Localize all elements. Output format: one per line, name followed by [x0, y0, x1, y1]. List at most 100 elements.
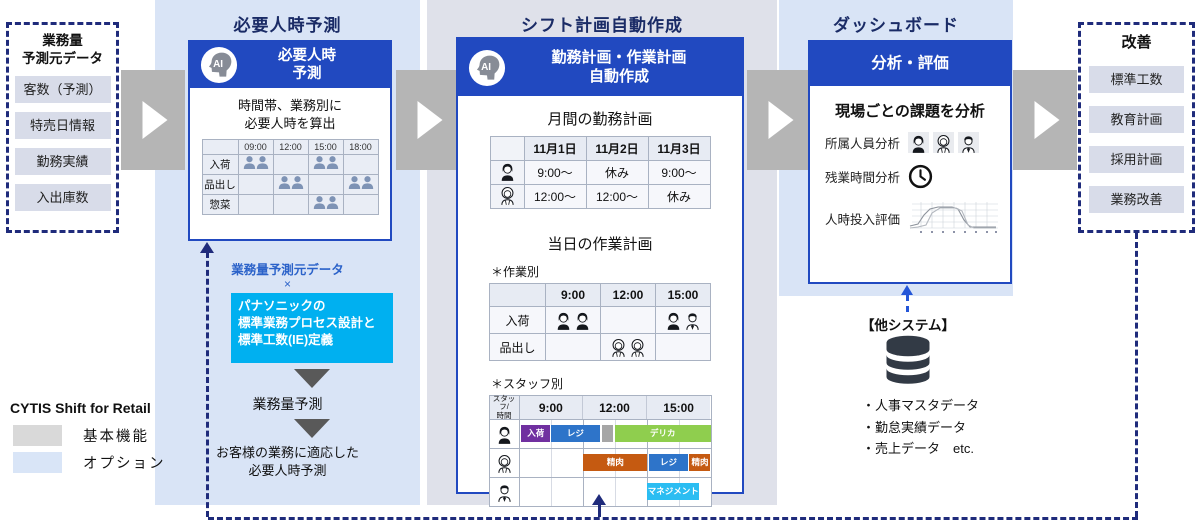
woman-avatar-icon [573, 311, 592, 330]
staffing-cell [307, 174, 344, 196]
gantt-bar-area: 精肉レジ精肉 [519, 449, 711, 477]
gantt-corner-label: スタッフ/ 時間 [489, 394, 520, 420]
legend-item: 基本機能 [13, 425, 166, 446]
improvement-items: 標準工数教育計画採用計画業務改善 [1081, 65, 1192, 213]
flow-arrow-icon [396, 70, 460, 170]
task-row-label: 入荷 [201, 154, 239, 176]
woman-avatar-icon [496, 425, 513, 444]
down-triangle-icon [294, 369, 330, 388]
section-title-shift-plan: シフト計画自動作成 [521, 16, 683, 35]
shift-cell: 9:00～ [523, 160, 587, 185]
source-data-item: 特売日情報 [14, 112, 111, 140]
database-icon [884, 335, 932, 391]
other-system-data-item: ・売上データ etc. [862, 441, 974, 456]
gantt-task-bar: レジ [649, 454, 688, 471]
time-column-header: 18:00 [342, 139, 379, 156]
time-column-header: 12:00 [600, 283, 656, 307]
section-title-required-hours: 必要人時予測 [233, 16, 342, 35]
assignment-cell [545, 333, 601, 361]
staffing-cell [272, 154, 309, 176]
svg-text:AI: AI [213, 59, 223, 70]
flow-arrow-icon [1013, 70, 1077, 170]
time-column-header: 15:00 [646, 396, 711, 419]
gantt-task-bar: マネジメント [647, 483, 700, 500]
assignment-cell [545, 306, 601, 334]
staffing-cell [342, 154, 379, 176]
analysis-icons [908, 164, 933, 189]
staff-pair-icon [278, 175, 304, 189]
analysis-row: 残業時間分析 [825, 164, 1010, 189]
legend-item: オプション [13, 452, 166, 473]
other-system-data-list: ・人事マスタデータ・勤怠実績データ・売上データ etc. [862, 395, 979, 460]
staffing-cell [342, 194, 379, 216]
other-system-title: 【他システム】 [860, 318, 956, 333]
staff-pair-icon [313, 155, 339, 169]
feedback-loop-left-line [206, 252, 209, 517]
staff-avatar-cell [489, 160, 525, 185]
source-data-item: 客数（予測） [14, 76, 111, 104]
analysis-label: 人時投入評価 [825, 212, 901, 227]
senior-avatar-icon [499, 186, 516, 205]
avatar-chip [958, 132, 980, 153]
dashboard-headline: 現場ごとの課題を分析 [835, 103, 985, 120]
source-data-items: 客数（予測）特売日情報勤務実績入出庫数 [9, 76, 116, 212]
time-column-header: 12:00 [583, 396, 647, 419]
required-hours-card-title: 必要人時 予測 [278, 47, 336, 82]
feedback-arrowhead-icon [592, 494, 606, 505]
flow-arrow-icon [121, 70, 185, 170]
table-row: 品出し [201, 174, 379, 196]
gantt-task-bar [601, 425, 614, 442]
table-row: 入荷 [201, 154, 379, 176]
staffing-cell [342, 174, 379, 196]
required-hours-description: 時間帯、業務別に 必要人時を算出 [237, 98, 342, 131]
by-staff-label: ＊スタッフ別 [491, 377, 564, 391]
table-row: 品出し [489, 333, 711, 361]
shift-cell: 休み [647, 184, 711, 209]
improvement-box-title: 改善 [1121, 34, 1152, 51]
analysis-label: 残業時間分析 [825, 171, 901, 185]
shift-cell: 休み [585, 160, 649, 185]
dashboard-card-header: 分析・評価 [810, 42, 1010, 86]
time-column-header: 12:00 [272, 139, 309, 156]
woman-avatar-icon [554, 311, 573, 330]
ai-icon: AI [468, 49, 506, 87]
avatar-chip [933, 132, 955, 153]
section-title-dashboard: ダッシュボード [833, 16, 959, 35]
staffing-cell [237, 194, 274, 216]
legend-swatch [13, 452, 62, 473]
other-system-data-item: ・勤怠実績データ [862, 419, 967, 435]
improvement-item: 採用計画 [1089, 145, 1184, 173]
time-column-header: 15:00 [655, 283, 711, 307]
gantt-bar-area: マネジメント [519, 478, 711, 506]
shift-cell: 12:00～ [523, 184, 587, 209]
feedback-loop-bottom-line [208, 517, 1138, 520]
gantt-task-bar: 精肉 [583, 454, 648, 471]
date-column-header: 11月2日 [585, 136, 649, 161]
legend-label: 基本機能 [83, 429, 149, 445]
task-row-label: 惣菜 [201, 194, 239, 216]
senior-avatar-icon [609, 338, 628, 357]
improvement-box: 改善 標準工数教育計画採用計画業務改善 [1078, 22, 1195, 233]
source-data-box-title: 業務量 予測元データ [22, 33, 103, 66]
adapted-forecast-label: お客様の業務に適応した 必要人時予測 [215, 445, 359, 478]
analysis-label: 所属人員分析 [825, 137, 901, 151]
woman-avatar-icon [499, 162, 516, 181]
senior-avatar-icon [496, 454, 513, 473]
gantt-row: 精肉レジ精肉 [489, 448, 711, 477]
flow-source-data-label: 業務量予測元データ [231, 263, 344, 277]
evaluation-chart-icon [908, 200, 1000, 236]
by-task-label: ＊作業別 [491, 265, 540, 279]
improvement-item: 標準工数 [1089, 65, 1184, 93]
overtime-clock-icon [908, 164, 933, 189]
other-system-arrowhead-icon [901, 285, 913, 295]
assignment-cell [600, 306, 656, 334]
source-data-item: 勤務実績 [14, 148, 111, 176]
